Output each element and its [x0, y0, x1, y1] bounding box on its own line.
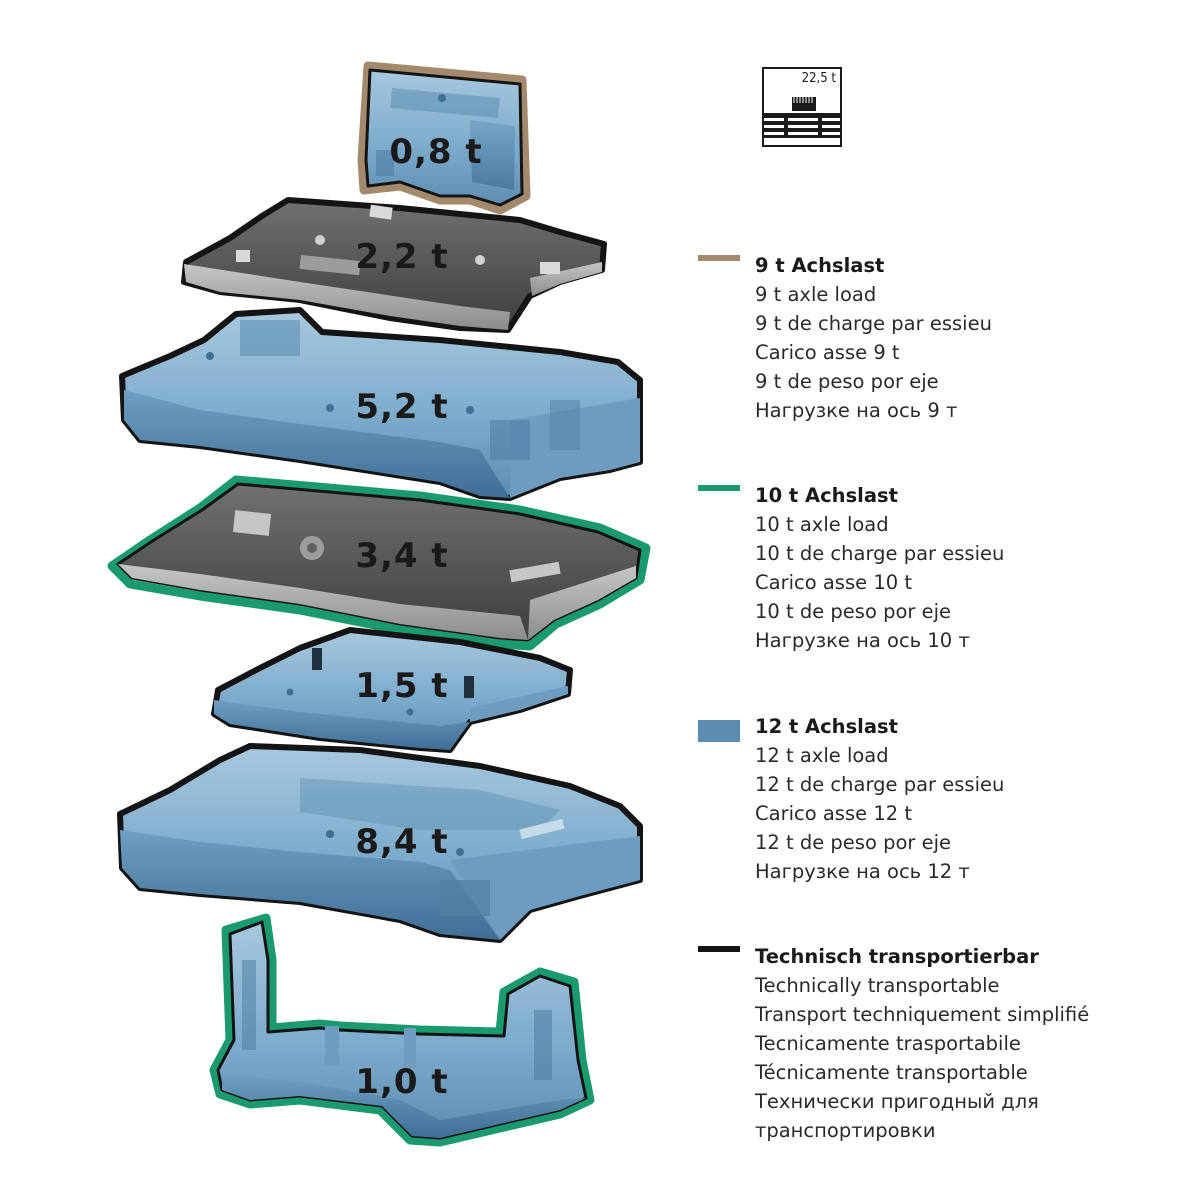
legend-line: 12 t axle load: [755, 744, 889, 767]
tan-line-swatch: [698, 255, 740, 261]
legend-line: Нагрузке на ось 9 т: [755, 399, 958, 422]
truck-load-icon: [764, 97, 840, 138]
legend-line: 10 t de charge par essieu: [755, 542, 1005, 565]
legend-line: Carico asse 12 t: [755, 802, 912, 825]
legend-title: 12 t Achslast: [755, 715, 898, 738]
legend-line: Технически пригодный для: [755, 1090, 1039, 1113]
piece-weight-label: 3,4 t: [355, 536, 448, 576]
legend-line: 9 t axle load: [755, 283, 877, 306]
ballast-piece-1-0t: 1,0 t: [209, 913, 595, 1147]
total-weight-label: 22,5 t: [801, 71, 836, 86]
piece-weight-label: 2,2 t: [355, 237, 448, 277]
ballast-piece-5-2t: 5,2 t: [119, 307, 643, 501]
piece-weight-label: 8,4 t: [355, 822, 448, 862]
legend-title: 10 t Achslast: [755, 484, 898, 507]
ballast-piece-0-8t: 0,8 t: [357, 61, 531, 215]
piece-weight-label: 5,2 t: [355, 387, 448, 427]
total-weight-icon-box: 22,5 t: [762, 67, 842, 147]
piece-weight-label: 0,8 t: [389, 132, 482, 172]
legend-line: 12 t de peso por eje: [755, 831, 952, 854]
legend-line: Нагрузке на ось 12 т: [755, 860, 970, 883]
legend-line: Transport techniquement simplifié: [755, 1003, 1090, 1026]
legend-line: 10 t axle load: [755, 513, 889, 536]
black-line-swatch: [698, 946, 740, 952]
legend-line: Carico asse 10 t: [755, 571, 912, 594]
green-line-swatch: [698, 485, 740, 491]
piece-weight-label: 1,0 t: [355, 1062, 448, 1102]
legend-line: Technically transportable: [755, 974, 1000, 997]
ballast-piece-3-4t: 3,4 t: [107, 475, 651, 651]
legend-line: Tecnicamente trasportabile: [755, 1032, 1021, 1055]
legend-line: транспортировки: [755, 1119, 936, 1142]
legend-title: 9 t Achslast: [755, 254, 885, 277]
ballast-piece-8-4t: 8,4 t: [117, 743, 643, 943]
legend-line: 12 t de charge par essieu: [755, 773, 1005, 796]
legend-line: 9 t de charge par essieu: [755, 312, 992, 335]
piece-weight-label: 1,5 t: [355, 666, 448, 706]
legend-line: 9 t de peso por eje: [755, 370, 939, 393]
legend-line: Carico asse 9 t: [755, 341, 900, 364]
legend-title: Technisch transportierbar: [755, 945, 1039, 968]
legend-line: Técnicamente transportable: [755, 1061, 1028, 1084]
ballast-piece-2-2t: 2,2 t: [181, 197, 607, 333]
legend-line: Нагрузке на ось 10 т: [755, 629, 970, 652]
legend-line: 10 t de peso por eje: [755, 600, 952, 623]
blue-block-swatch: [698, 720, 740, 742]
ballast-piece-1-5t: 1,5 t: [211, 627, 573, 753]
